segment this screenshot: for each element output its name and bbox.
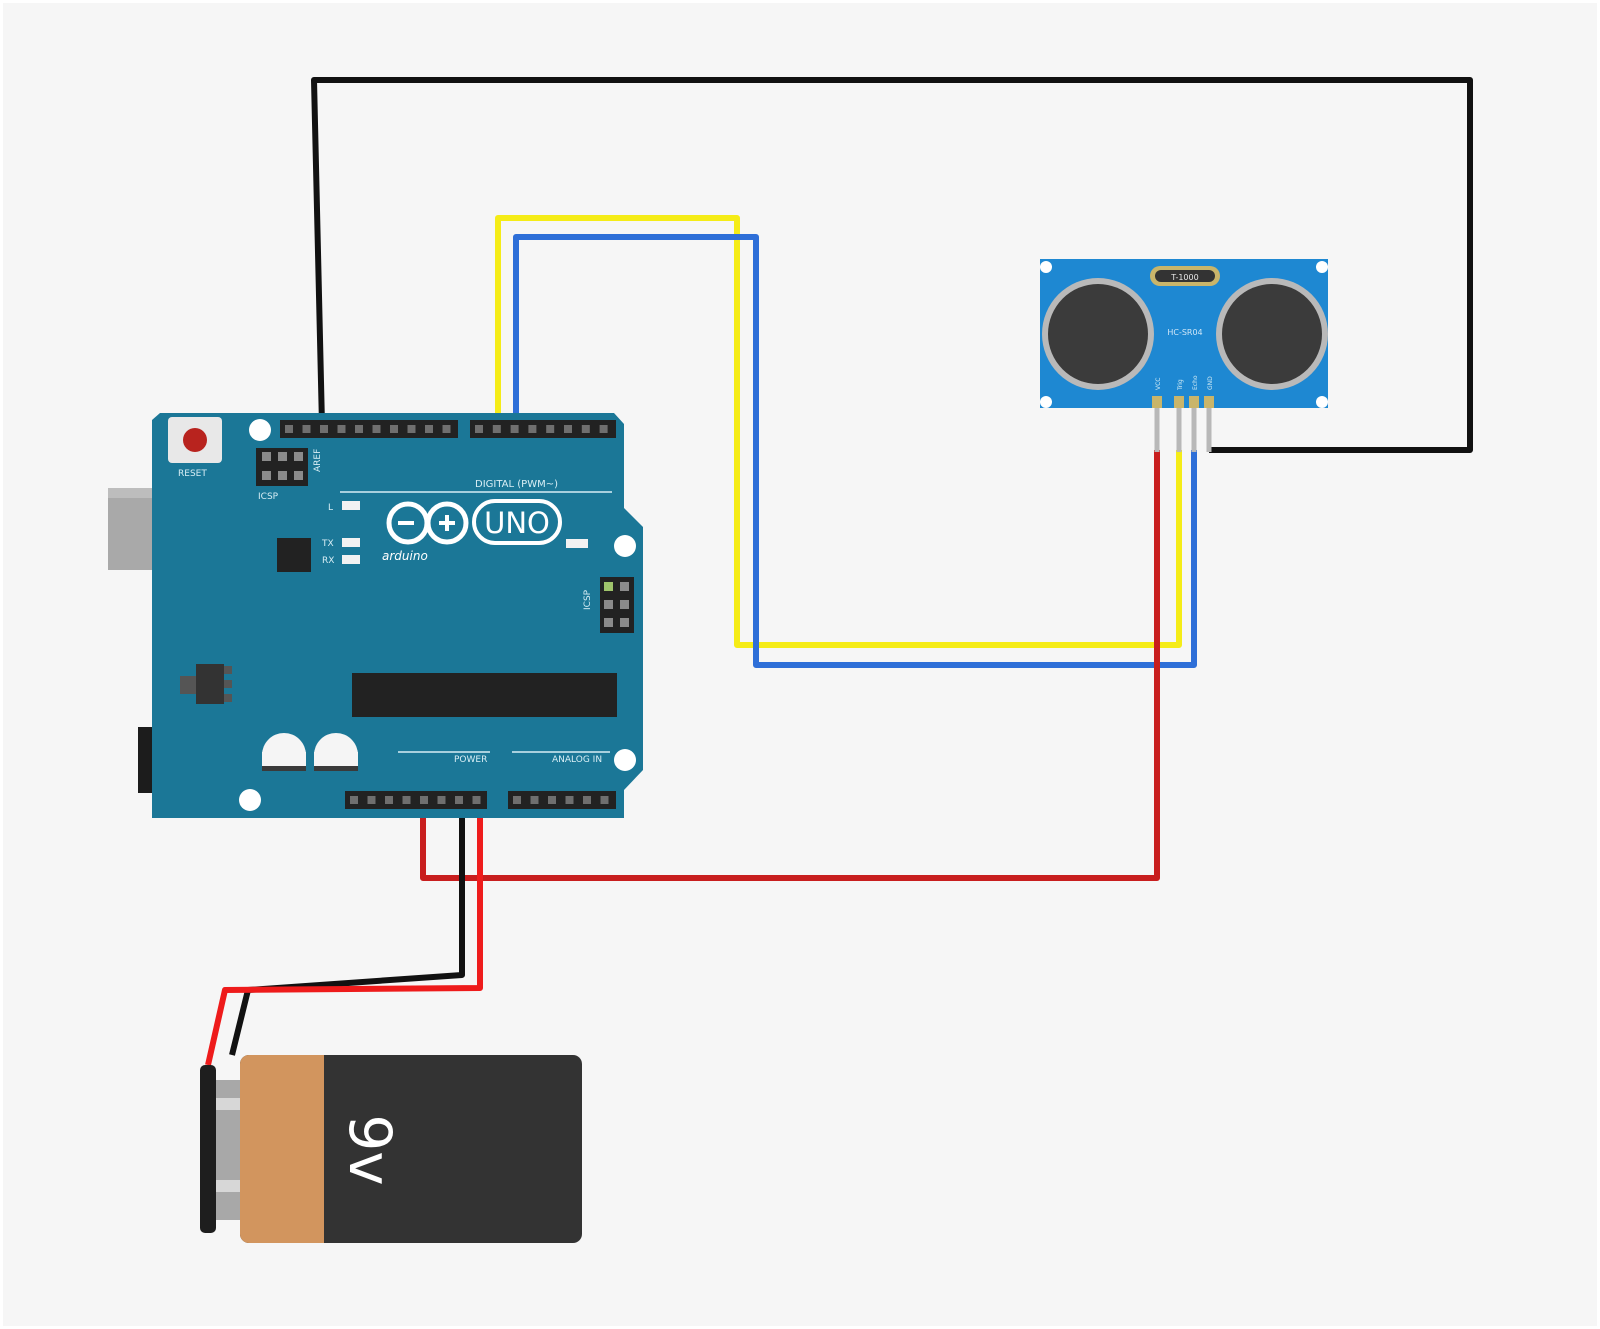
battery-negative-wire bbox=[229, 798, 465, 1056]
capacitors bbox=[262, 733, 358, 771]
led-tx-label: TX bbox=[321, 539, 334, 549]
digital-header-right bbox=[470, 420, 616, 438]
header-pin bbox=[530, 796, 539, 804]
led-l-label: L bbox=[328, 503, 333, 513]
sensor-pins bbox=[1152, 396, 1214, 408]
header-pin bbox=[385, 796, 393, 804]
header-pin bbox=[390, 425, 398, 433]
header-pin bbox=[355, 425, 363, 433]
header-pin bbox=[564, 425, 572, 433]
arduino-logo: UNO arduino bbox=[382, 499, 562, 563]
battery-body bbox=[240, 1055, 582, 1243]
battery-band bbox=[240, 1055, 324, 1243]
header-pin bbox=[442, 425, 451, 433]
usb-chip bbox=[277, 538, 311, 572]
icsp-label: ICSP bbox=[258, 492, 279, 502]
header-pin bbox=[437, 796, 446, 804]
header-pin bbox=[492, 425, 501, 433]
digital-header-left bbox=[280, 420, 458, 438]
header-pin bbox=[420, 796, 428, 804]
trig-wire bbox=[495, 215, 1182, 648]
header-pin bbox=[528, 425, 537, 433]
pin-label-gnd: GND bbox=[1207, 376, 1214, 390]
vcc-wire bbox=[420, 450, 1160, 881]
pin-label-echo: Echo bbox=[1192, 375, 1199, 390]
header-pin bbox=[583, 796, 591, 804]
header-pin bbox=[565, 796, 574, 804]
power-header bbox=[345, 791, 487, 809]
echo-wire bbox=[513, 234, 1197, 668]
header-pin bbox=[302, 425, 311, 433]
icsp2-header bbox=[600, 577, 634, 633]
arduino-uno-board: RESET ICSP AREF DIGITAL (PWM~) L TX bbox=[108, 413, 643, 818]
analog-header bbox=[508, 791, 616, 809]
header-pin bbox=[407, 425, 416, 433]
header-pin bbox=[599, 425, 608, 433]
analog-label: ANALOG IN bbox=[552, 755, 602, 765]
icsp2-label: ICSP bbox=[583, 589, 593, 610]
icsp-header bbox=[256, 448, 308, 486]
header-pin bbox=[546, 425, 555, 433]
header-pin bbox=[285, 425, 293, 433]
uno-logo-text: UNO bbox=[484, 506, 550, 540]
wires bbox=[205, 77, 1473, 1066]
header-pin bbox=[600, 796, 609, 804]
arduino-brand-text: arduino bbox=[382, 549, 428, 563]
header-pin bbox=[510, 425, 519, 433]
header-pin bbox=[425, 425, 433, 433]
ultrasonic-sensor: T-1000 HC-SR04 VCC Trig Echo GND bbox=[1040, 259, 1328, 408]
led-rx-label: RX bbox=[322, 556, 334, 566]
battery-9v: 9v bbox=[200, 1055, 582, 1243]
header-pin bbox=[581, 425, 590, 433]
header-pin bbox=[372, 425, 381, 433]
header-pin bbox=[548, 796, 556, 804]
header-pin bbox=[367, 796, 376, 804]
header-pin bbox=[472, 796, 481, 804]
battery-label: 9v bbox=[336, 1114, 404, 1185]
pin-label-vcc: VCC bbox=[1155, 378, 1162, 390]
header-pin bbox=[513, 796, 521, 804]
gnd-wire bbox=[311, 77, 1473, 453]
aref-label: AREF bbox=[313, 449, 323, 472]
power-label: POWER bbox=[454, 755, 487, 765]
sensor-model-text: HC-SR04 bbox=[1167, 328, 1202, 337]
battery-clip bbox=[200, 1065, 216, 1233]
pin-label-trig: Trig bbox=[1177, 379, 1184, 391]
battery-positive-wire bbox=[205, 798, 483, 1066]
crystal-text: T-1000 bbox=[1170, 273, 1198, 282]
reset-label: RESET bbox=[178, 469, 207, 479]
digital-label: DIGITAL (PWM~) bbox=[475, 479, 558, 490]
voltage-regulator bbox=[180, 664, 232, 704]
header-pin bbox=[320, 425, 328, 433]
header-pin bbox=[350, 796, 358, 804]
header-pin bbox=[455, 796, 463, 804]
header-pin bbox=[337, 425, 346, 433]
atmega-chip bbox=[352, 673, 617, 717]
header-pin bbox=[475, 425, 483, 433]
header-pin bbox=[402, 796, 411, 804]
